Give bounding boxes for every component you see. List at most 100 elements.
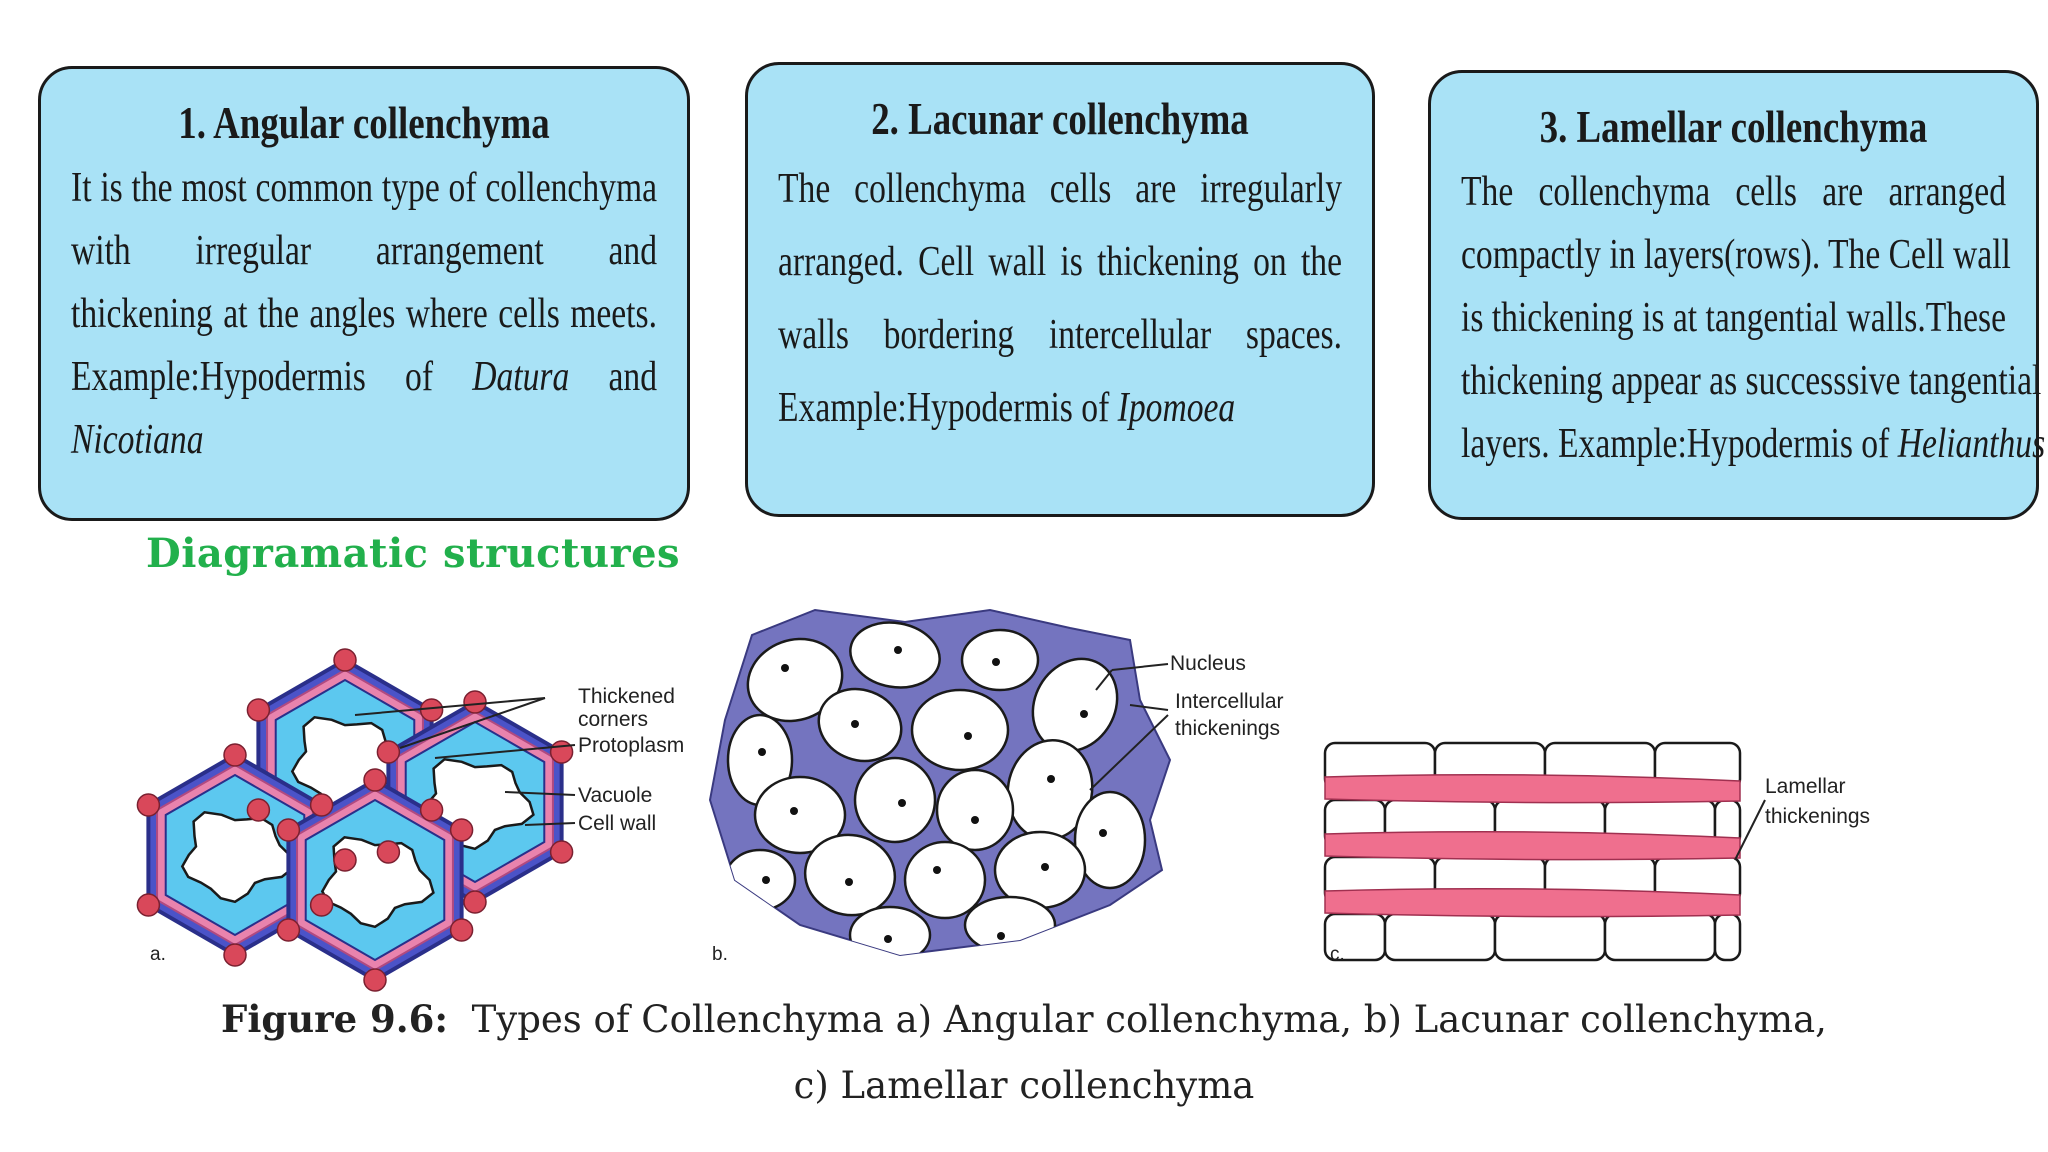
thickened-corner — [333, 848, 357, 872]
label-thickened: Thickened — [578, 685, 675, 708]
card-line: arranged. Cell wall is thickening on the — [778, 239, 1342, 285]
thickened-corner — [246, 798, 271, 822]
card-line: with irregular arrangement and — [71, 228, 657, 274]
card-line: The collenchyma cells are arranged — [1461, 169, 2006, 215]
nucleus — [1080, 710, 1088, 718]
card-line: Example:Hypodermis of Ipomoea — [778, 385, 1236, 431]
nucleus — [997, 932, 1005, 940]
thickened-corner — [376, 740, 401, 764]
card-title: 1. Angular collenchyma — [178, 98, 550, 148]
thickened-corner — [449, 918, 474, 942]
card-body: The collenchyma cells are irregularly arr… — [778, 153, 1342, 445]
sublabel-a: a. — [150, 944, 166, 965]
thickened-corner — [309, 893, 334, 917]
leader-line — [1734, 799, 1766, 861]
label-vacuole: Vacuole — [578, 784, 652, 807]
cell — [848, 905, 932, 955]
thickened-corner — [363, 968, 387, 992]
nucleus — [884, 935, 892, 943]
cell — [817, 687, 903, 763]
thickened-corner — [333, 648, 357, 672]
figure-label: Figure 9.6: — [221, 997, 449, 1041]
lacunar-collenchyma-card: 2. Lacunar collenchyma The collenchyma c… — [745, 62, 1375, 517]
label-intercellular: Intercellular — [1175, 690, 1284, 713]
thickened-corner — [136, 793, 161, 817]
label-thickenings: thickenings — [1175, 717, 1280, 740]
thickened-corner — [223, 943, 247, 967]
lamellar-collenchyma-card: 3. Lamellar collenchyma The collenchyma … — [1428, 70, 2046, 520]
label-protoplasm: Protoplasm — [578, 734, 684, 757]
nucleus — [992, 658, 1000, 666]
nucleus — [1099, 829, 1107, 837]
section-heading: Diagramatic structures — [146, 530, 681, 577]
thickened-corner — [449, 818, 474, 842]
card-body: It is the most common type of collenchym… — [71, 157, 657, 472]
label-cell-wall: Cell wall — [578, 812, 656, 835]
cell — [803, 833, 897, 917]
card-line: compactly in layers(rows). The Cell wall — [1461, 232, 2011, 278]
thickened-corner — [419, 698, 444, 722]
caption-text-1: Types of Collenchyma a) Angular collench… — [471, 998, 1827, 1041]
lacunar-collenchyma-diagram: Nucleus Intercellular thickenings b. — [708, 608, 1284, 965]
thickened-corner — [276, 818, 301, 842]
card-line: layers. Example:Hypodermis of Helianthus — [1461, 421, 2046, 467]
nucleus — [1047, 775, 1055, 783]
cell-group — [723, 621, 1147, 955]
nucleus — [964, 732, 972, 740]
lamellar-thickening — [1324, 831, 1741, 861]
sublabel-b: b. — [712, 944, 728, 965]
nucleus — [790, 807, 798, 815]
lamellar-collenchyma-diagram: Lamellar thickenings c. — [1323, 741, 1870, 965]
nucleus — [898, 799, 906, 807]
nucleus — [933, 866, 941, 874]
card-line: walls bordering intercellular spaces. — [778, 312, 1342, 358]
nucleus — [851, 720, 859, 728]
cell — [723, 848, 797, 912]
thickened-corner — [276, 918, 301, 942]
figure-caption: Figure 9.6: Types of Collenchyma a) Angu… — [0, 986, 2048, 1119]
cell — [963, 895, 1057, 955]
cell — [853, 756, 937, 844]
cell — [960, 628, 1040, 692]
thickened-corner — [223, 743, 247, 767]
card-title: 2. Lacunar collenchyma — [871, 94, 1249, 144]
cell — [1603, 912, 1717, 962]
cell — [849, 621, 941, 689]
cell — [746, 637, 844, 723]
cell — [1713, 912, 1742, 962]
thickened-corner — [136, 893, 161, 917]
thickened-corner — [376, 840, 401, 864]
card-body: The collenchyma cells are arranged compac… — [1461, 161, 2046, 476]
thickened-corner — [549, 840, 574, 864]
nucleus — [758, 748, 766, 756]
nucleus — [971, 816, 979, 824]
thickened-corner — [419, 798, 444, 822]
caption-line-2: c) Lamellar collenchyma — [793, 1064, 1255, 1107]
nucleus — [762, 876, 770, 884]
nucleus — [1041, 863, 1049, 871]
card-line: Example:Hypodermis of Datura and — [71, 354, 657, 400]
card-line: Nicotiana — [71, 417, 204, 463]
card-line: thickening appear as successsive tangent… — [1461, 358, 2042, 404]
sublabel-c: c. — [1330, 944, 1345, 965]
label-nucleus: Nucleus — [1170, 652, 1246, 675]
nucleus — [845, 878, 853, 886]
angular-collenchyma-card: 1. Angular collenchyma It is the most co… — [38, 66, 690, 521]
cell-group — [1323, 741, 1742, 962]
card-line: It is the most common type of collenchym… — [71, 165, 657, 211]
caption-line-1: Figure 9.6: Types of Collenchyma a) Angu… — [0, 986, 2048, 1053]
thickened-corner — [549, 740, 574, 764]
lamellar-thickening — [1324, 774, 1741, 804]
cell — [1073, 790, 1147, 890]
thickened-corner — [246, 698, 271, 722]
nucleus — [894, 646, 902, 654]
label-lamellar-thickenings: thickenings — [1765, 805, 1870, 828]
thickened-corner — [363, 768, 387, 792]
thickened-corner — [463, 690, 487, 714]
cell — [910, 688, 1010, 772]
cell — [935, 768, 1015, 852]
cell-group — [136, 648, 574, 992]
card-line: The collenchyma cells are irregularly — [778, 166, 1342, 212]
cell — [903, 840, 987, 920]
